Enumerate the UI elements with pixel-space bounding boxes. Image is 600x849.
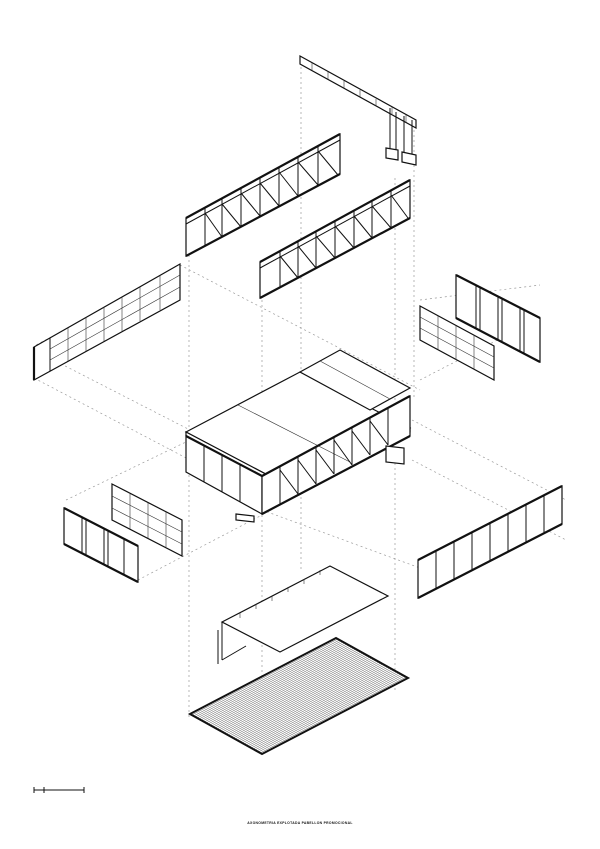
deck-hatch-line [200,643,347,721]
drawing-caption: AXONOMETRIA EXPLOTADA PABELLON PROMOCION… [247,821,353,825]
window-wall-left-lower [63,507,139,583]
deck-hatch-line [238,664,385,742]
deck-hatch-line [191,638,338,716]
deck-hatch-line [211,649,358,727]
deck-hatch-line [247,669,394,747]
window-wall-right-lower [417,485,563,599]
deck-hatch-line [254,673,401,751]
deck-hatch-line [251,671,398,749]
deck-hatch-line [220,654,367,732]
deck-hatch-line [229,659,376,737]
deck-hatch-line [245,668,392,746]
deck-hatch-line [216,652,364,730]
scale-bar [33,787,85,793]
deck-hatch-line [227,658,374,736]
deck-hatch-line [206,646,353,724]
floor-structure [217,565,390,664]
wall-truss-upper-right [259,178,411,299]
deck-hatch-line [215,651,362,729]
deck-hatch-line [258,675,405,753]
deck-hatch-line [222,655,369,733]
pavilion-volume [184,349,412,523]
wall-truss-upper-left [185,132,341,257]
deck-hatch-line [197,641,344,719]
deck-hatch-line [218,653,365,731]
deck-hatch-line [193,639,340,717]
brick-wall-lower [111,483,183,557]
deck-hatch-line [252,672,400,750]
deck-hatch-line [260,676,407,754]
deck-hatch-line [213,650,360,728]
deck-hatch-line [231,660,378,738]
deck-hatch-line [256,674,403,752]
deck-hatch-line [249,670,396,748]
window-wall-right-upper [455,274,541,363]
top-beam [299,54,417,166]
deck-hatch-line [224,656,371,734]
deck-hatch-line [225,657,373,735]
deck-hatch-line [204,645,351,723]
ground-deck [187,636,411,756]
brick-wall-left [32,262,181,382]
deck-hatch-line [209,648,356,726]
deck-hatch-line [243,667,391,745]
deck-hatch-line [233,661,380,739]
deck-hatch-line [236,663,383,741]
deck-hatch-line [195,640,342,718]
deck-hatch-line [234,662,382,740]
brick-wall-right [419,304,495,382]
deck-hatch-line [242,666,389,744]
deck-hatch-line [207,647,355,725]
deck-hatch-line [198,642,346,720]
deck-hatch-line [240,665,387,743]
deck-hatch-line [202,644,349,722]
